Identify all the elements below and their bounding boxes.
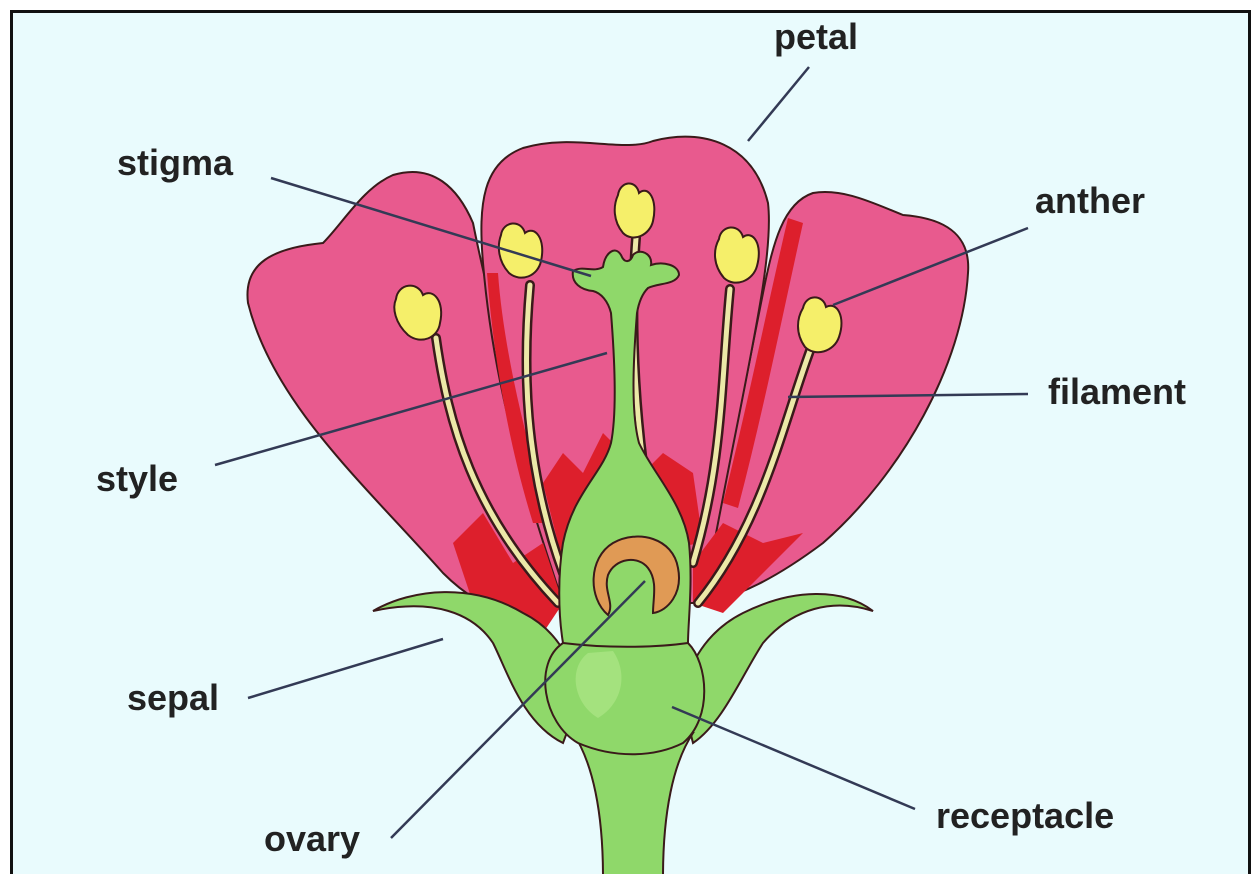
label-stigma: stigma: [117, 145, 233, 181]
diagram-frame: petal stigma anther filament style sepal…: [10, 10, 1251, 874]
leader-sepal: [248, 639, 443, 698]
label-petal: petal: [774, 19, 858, 55]
anther-4: [715, 227, 759, 282]
label-receptacle: receptacle: [936, 798, 1114, 834]
label-style: style: [96, 461, 178, 497]
sepal-right: [683, 594, 873, 743]
label-filament: filament: [1048, 374, 1186, 410]
leader-petal: [748, 67, 809, 141]
anther-3: [615, 183, 655, 237]
label-ovary: ovary: [264, 821, 360, 857]
label-sepal: sepal: [127, 680, 219, 716]
label-anther: anther: [1035, 183, 1145, 219]
receptacle-shape: [545, 636, 704, 755]
leader-receptacle: [672, 707, 915, 809]
